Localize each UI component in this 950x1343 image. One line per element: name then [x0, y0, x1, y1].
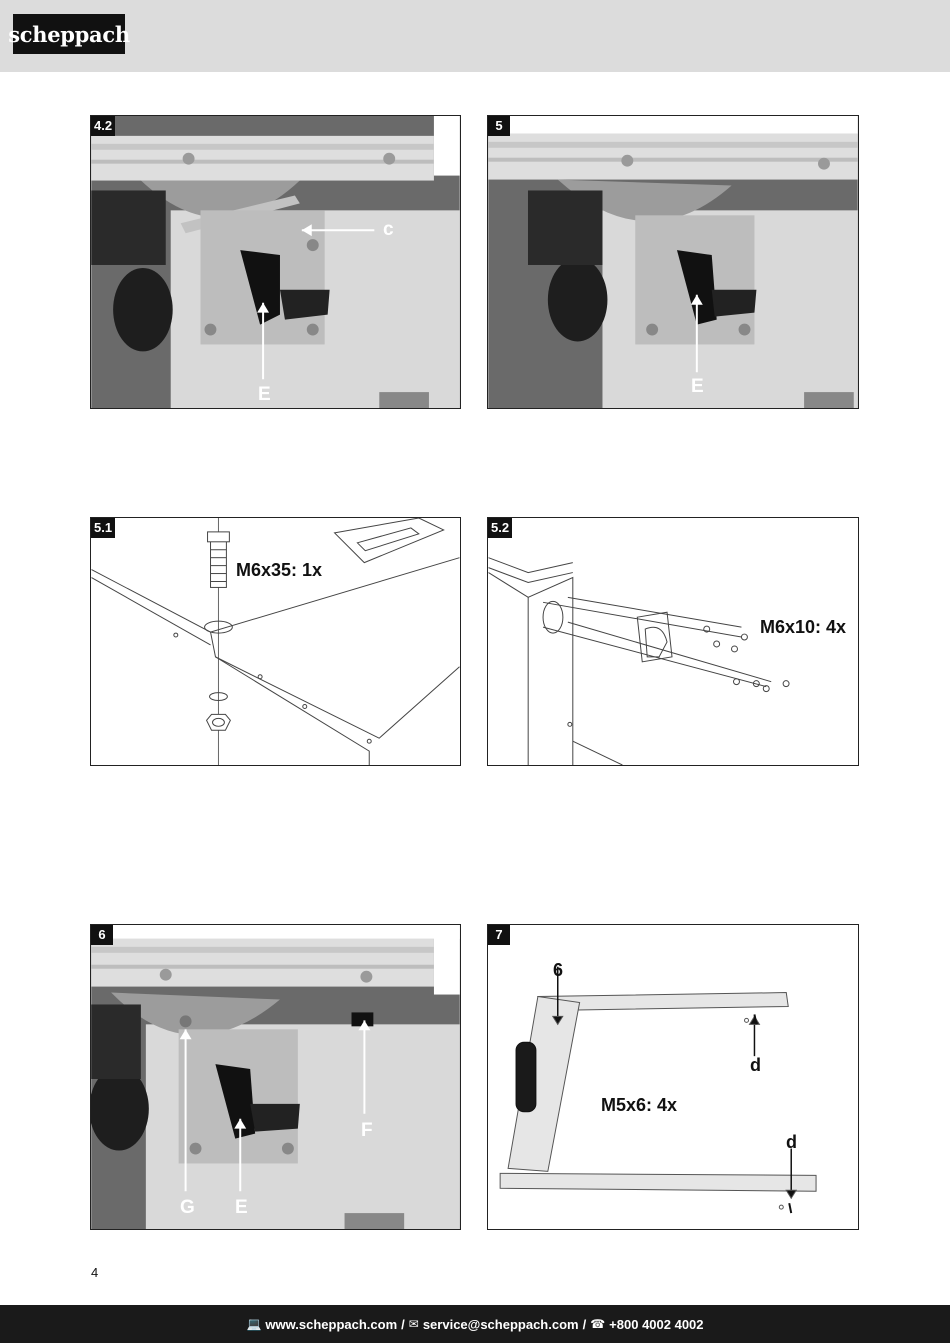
laptop-icon: 💻: [246, 1317, 262, 1331]
figure-number: 4.2: [91, 116, 116, 136]
brand-logo: scheppach: [8, 14, 130, 54]
footer-phone[interactable]: +800 4002 4002: [609, 1316, 704, 1332]
mail-icon: ✉: [408, 1317, 419, 1331]
footer-website[interactable]: www.scheppach.com: [265, 1316, 398, 1332]
figure-5: 5 E: [487, 115, 859, 409]
label-6: 6: [553, 960, 564, 980]
label-e: E: [235, 1197, 248, 1218]
figure-6: 6 G E F: [90, 924, 461, 1230]
drawing-frame-assembly: [499, 966, 817, 1214]
footer-email[interactable]: service@scheppach.com: [422, 1316, 579, 1332]
footer-separator: /: [401, 1316, 405, 1332]
figure-number: 6: [91, 925, 113, 945]
figure-5-1: 5.1 M6x35: 1x: [90, 517, 461, 766]
label-screw-spec: M6x10: 4x: [760, 617, 847, 637]
label-bolt-spec: M6x35: 1x: [236, 560, 323, 580]
footer-bar: 💻 www.scheppach.com / ✉ service@scheppac…: [0, 1305, 950, 1343]
photo-saw-blade-guard: [91, 116, 460, 408]
drawing-bolt-assembly: [91, 518, 460, 765]
figure-number: 7: [488, 925, 510, 945]
figure-5-2: 5.2 M6x10: 4x: [487, 517, 859, 766]
label-e: E: [691, 376, 704, 397]
figure-number: 5.1: [91, 518, 116, 538]
photo-saw-blade-guard: [91, 925, 460, 1229]
label-g: G: [180, 1197, 195, 1218]
photo-saw-blade-guard: [488, 116, 858, 408]
figure-7: 7 6 d d M5x6: 4x: [487, 924, 859, 1230]
label-f: F: [361, 1120, 373, 1141]
figure-number: 5.2: [488, 518, 513, 538]
header-bar: scheppach: [0, 0, 950, 72]
figure-number: 5: [488, 116, 510, 136]
phone-icon: ☎: [590, 1317, 606, 1331]
footer-separator: /: [582, 1316, 587, 1332]
label-c: c: [383, 219, 394, 240]
figure-4-2: 4.2 c E: [90, 115, 461, 409]
drawing-dust-port-assembly: [488, 557, 790, 765]
label-e: E: [258, 384, 271, 405]
label-d: d: [786, 1132, 797, 1152]
label-d: d: [750, 1055, 761, 1075]
label-screw-spec: M5x6: 4x: [601, 1095, 678, 1115]
page-number: 4: [91, 1265, 99, 1280]
